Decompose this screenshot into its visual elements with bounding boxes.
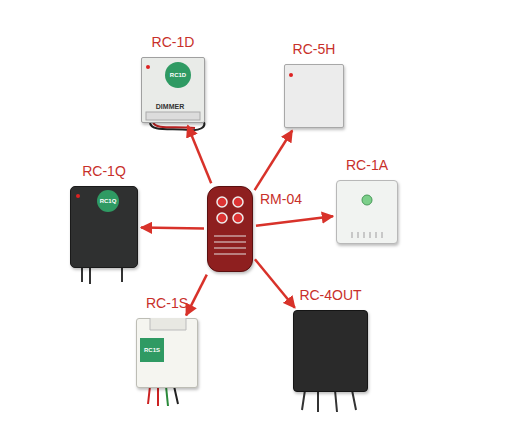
- sensor-dome: [150, 318, 186, 330]
- remote-button: [217, 197, 227, 207]
- device-box: RM-04: [207, 186, 253, 272]
- signal-arrow: [256, 216, 333, 226]
- vent-slots: [352, 232, 382, 238]
- device-print: RC1Q: [100, 198, 117, 204]
- remote-button: [233, 197, 243, 207]
- green-sticker: [140, 338, 164, 362]
- remote-button: [233, 213, 243, 223]
- device-name: RC-5H: [293, 41, 336, 57]
- device-name: RC-4OUT: [299, 287, 361, 303]
- device-print: RC1D: [170, 72, 186, 78]
- device-wire: [166, 386, 168, 406]
- green-sticker: [97, 190, 119, 212]
- led: [146, 65, 150, 69]
- led: [362, 195, 372, 205]
- led: [76, 194, 80, 198]
- device-print: RC1S: [144, 347, 160, 353]
- device-name: RC-1Q: [82, 163, 126, 179]
- remote-grille: [214, 236, 246, 254]
- device-wire: [148, 386, 158, 406]
- device-box: RC-1A: [336, 180, 398, 244]
- signal-arrow: [255, 259, 295, 307]
- device-print: DIMMER: [156, 103, 184, 110]
- device-box: RC-1Q: [70, 186, 138, 268]
- signal-arrow: [255, 131, 293, 191]
- device-wire: [153, 122, 195, 128]
- device-name: RC-1A: [346, 157, 388, 173]
- signal-arrow: [141, 228, 204, 229]
- remote-button: [217, 213, 227, 223]
- terminal-strip: [146, 112, 200, 120]
- device-box: RC-5H: [284, 64, 344, 128]
- device-name: RC-1S: [146, 295, 188, 311]
- signal-arrow: [188, 126, 212, 183]
- device-box: RC-4OUT: [293, 310, 368, 392]
- device-wire: [150, 122, 204, 130]
- green-sticker: [165, 62, 191, 88]
- device-wire: [302, 390, 356, 412]
- device-wire: [174, 386, 178, 404]
- led: [289, 73, 293, 77]
- device-box: RC-1D: [141, 57, 205, 123]
- signal-arrow: [186, 275, 207, 316]
- device-name: RC-1D: [152, 34, 195, 50]
- device-box: RC-1S: [136, 318, 198, 388]
- device-name: RM-04: [260, 191, 302, 207]
- device-wire: [82, 266, 122, 284]
